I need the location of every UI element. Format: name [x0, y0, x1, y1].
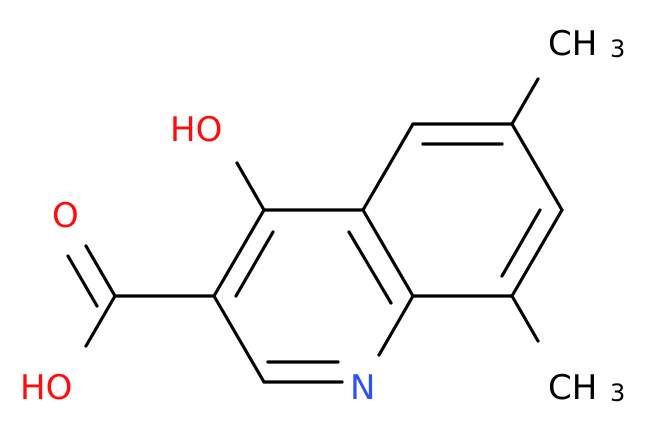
- bond-c-o-double-outer: [84, 244, 117, 298]
- bond-c2-c3: [212, 294, 266, 384]
- bond-c4-oh: [235, 161, 266, 212]
- bond-c6-c7: [510, 122, 564, 212]
- ring-nitrogen-label: N: [350, 368, 375, 408]
- pyridine-ring: [212, 208, 415, 384]
- bond-c7-c8: [510, 208, 564, 298]
- bond-c3-c4: [212, 208, 266, 298]
- methyl-top-subscript: 3: [610, 35, 625, 63]
- acid-hydroxyl-label: HO: [20, 368, 72, 408]
- bond-c3-c4-inner: [234, 230, 275, 298]
- methyl-bottom-label: CH 3: [548, 368, 625, 408]
- bond-c6-methyl: [510, 77, 540, 126]
- bond-c7-c8-inner: [500, 208, 542, 278]
- bond-c-oh-acid: [84, 294, 117, 348]
- benzene-ring: [361, 122, 564, 298]
- bond-c-o-double-inner: [66, 254, 99, 308]
- substituent-bonds: [66, 77, 540, 348]
- methyl-top-label: CH 3: [548, 24, 625, 64]
- carbonyl-oxygen-label: O: [52, 196, 79, 236]
- methyl-bottom-main: CH: [548, 368, 597, 408]
- bond-c4a-c5: [361, 122, 415, 212]
- hydroxyl-label: HO: [170, 110, 222, 150]
- bond-c8a-c4a-inner: [347, 230, 393, 305]
- methyl-bottom-subscript: 3: [610, 379, 625, 407]
- bond-c8a-n: [377, 294, 415, 357]
- bond-c8-methyl: [510, 294, 540, 343]
- bond-c4a-c8a: [361, 208, 415, 298]
- methyl-top-main: CH: [548, 24, 597, 64]
